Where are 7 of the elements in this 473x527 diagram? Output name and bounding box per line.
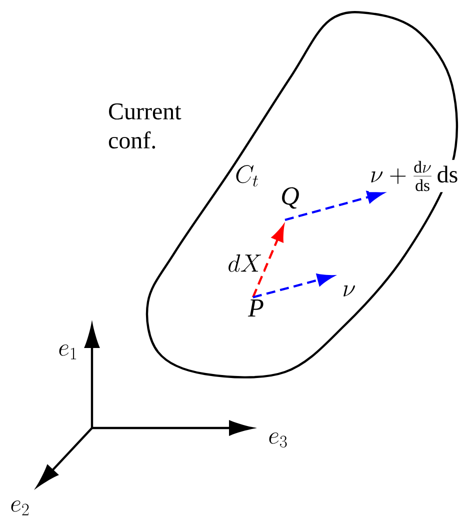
- edge-label: $\nu+\frac{\mathrm{d}\nu}{\mathrm{ds}}\,\mathrm{ds}$: [368, 160, 460, 192]
- heading: Current conf.: [108, 103, 182, 149]
- axis-label: $e_3$: [269, 432, 287, 448]
- axis-label: $e_2$: [11, 500, 29, 516]
- formula: $C_t$: [236, 165, 258, 187]
- point-label: P: [248, 299, 264, 317]
- edge-label: $\nu$: [341, 284, 357, 298]
